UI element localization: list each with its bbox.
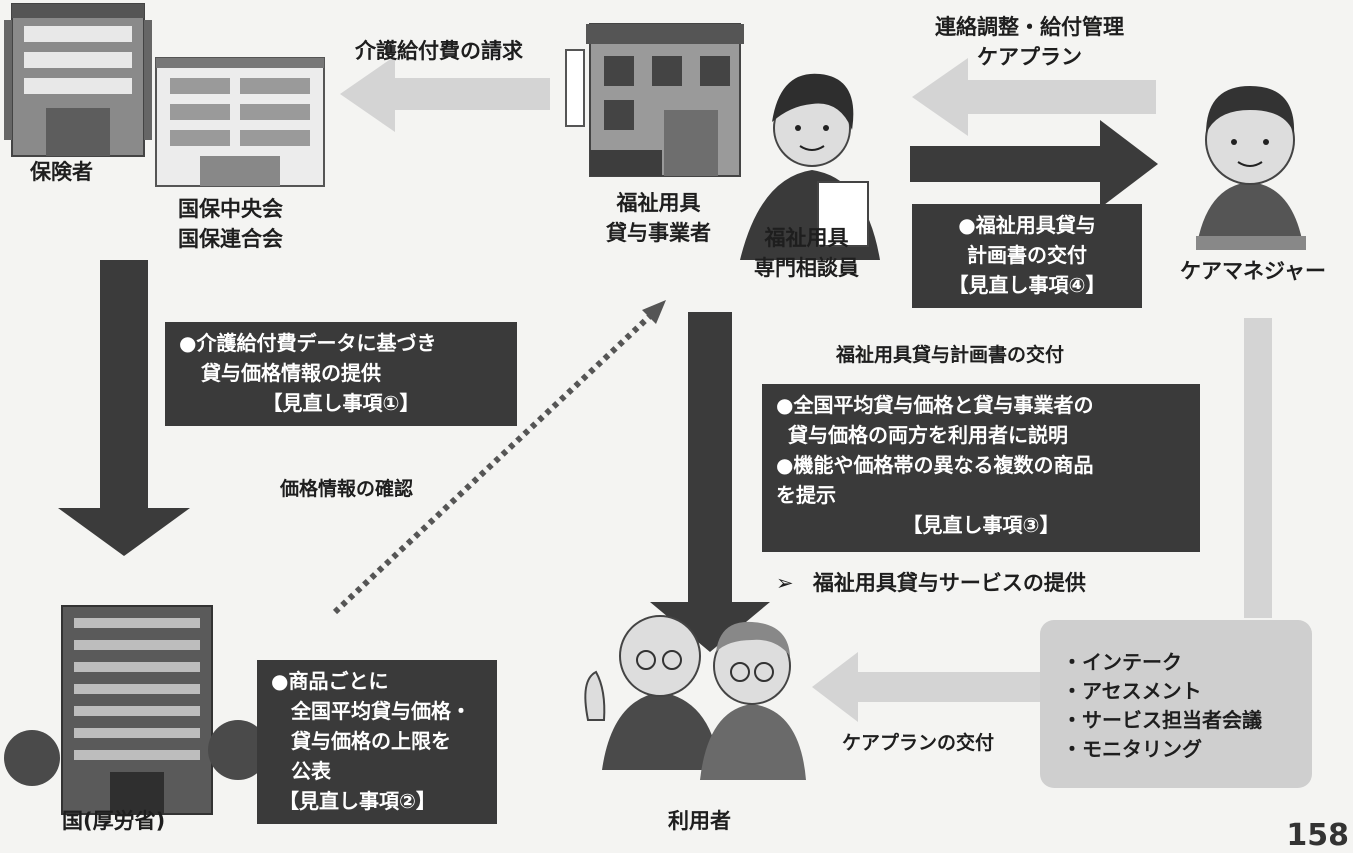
cm-connector	[1244, 318, 1272, 618]
coordination-label: 連絡調整・給付管理 ケアプラン	[935, 12, 1124, 72]
plan-to-cm-line2: 計画書の交付	[967, 243, 1087, 267]
care-manager-person-icon	[1196, 86, 1306, 250]
publish-line4: 公表	[291, 759, 331, 783]
coordination-arrow	[912, 58, 1156, 136]
explain-line5: 【見直し事項③】	[902, 513, 1060, 537]
plan-delivery-label: 福祉用具貸与計画書の交付	[836, 344, 1065, 366]
federation-label-line1: 国保中央会	[178, 197, 283, 221]
plan-delivery-arrow	[910, 120, 1158, 208]
insurer-label: 保険者	[30, 160, 93, 184]
specialist-label-line2: 専門相談員	[754, 256, 859, 280]
coordination-label-line1: 連絡調整・給付管理	[935, 15, 1124, 39]
specialist-label: 福祉用具 専門相談員	[754, 223, 859, 283]
cm-task-assessment: ・アセスメント	[1062, 679, 1202, 703]
service-arrow	[650, 312, 770, 652]
publish-box: ●商品ごとに 全国平均貸与価格・ 貸与価格の上限を 公表 【見直し事項②】	[257, 660, 497, 824]
explain-line1: ●全国平均貸与価格と貸与事業者の	[776, 393, 1094, 417]
publish-line2: 全国平均貸与価格・	[291, 699, 471, 723]
bullet-arrow-icon: ➢	[776, 571, 794, 595]
cm-task-meeting: ・サービス担当者会議	[1062, 708, 1262, 732]
care-manager-label: ケアマネジャー	[1180, 259, 1326, 283]
insurer-building-icon	[4, 3, 152, 157]
publish-line5: 【見直し事項②】	[279, 789, 436, 813]
price-info-box: ●介護給付費データに基づき 貸与価格情報の提供 【見直し事項①】	[165, 322, 517, 426]
price-info-line2: 貸与価格情報の提供	[201, 361, 381, 385]
price-info-line1: ●介護給付費データに基づき	[179, 331, 437, 355]
claim-label: 介護給付費の請求	[355, 39, 523, 63]
government-label: 国(厚労省)	[62, 809, 166, 833]
user-label: 利用者	[668, 809, 731, 833]
service-provision-text: 福祉用具貸与サービスの提供	[812, 571, 1086, 595]
provider-label-line2: 貸与事業者	[606, 221, 711, 245]
cm-tasks-box: ・インテーク ・アセスメント ・サービス担当者会議 ・モニタリング	[1040, 620, 1312, 788]
specialist-person-icon	[740, 73, 880, 260]
price-info-arrow	[58, 260, 190, 556]
federation-building-icon	[155, 57, 325, 187]
government-building-icon	[4, 605, 268, 815]
plan-to-cm-line3: 【見直し事項④】	[948, 273, 1106, 297]
explain-line3: ●機能や価格帯の異なる複数の商品	[776, 453, 1094, 477]
explain-line4: を提示	[776, 483, 836, 507]
publish-line3: 貸与価格の上限を	[291, 729, 451, 753]
page-number: 158	[1286, 818, 1349, 853]
claim-arrow	[340, 56, 550, 132]
cm-task-monitoring: ・モニタリング	[1062, 737, 1202, 761]
cm-task-intake: ・インテーク	[1062, 650, 1182, 674]
coordination-label-line2: ケアプラン	[977, 45, 1082, 69]
provider-building-icon	[565, 23, 744, 177]
publish-line1: ●商品ごとに	[271, 669, 389, 693]
explain-box: ●全国平均貸与価格と貸与事業者の 貸与価格の両方を利用者に説明 ●機能や価格帯の…	[762, 384, 1200, 552]
federation-label: 国保中央会 国保連合会	[178, 194, 283, 254]
plan-to-cm-box: ●福祉用具貸与 計画書の交付 【見直し事項④】	[912, 204, 1142, 308]
care-plan-arrow	[812, 652, 1040, 722]
user-couple-icon	[584, 615, 806, 780]
provider-label-line1: 福祉用具	[616, 191, 701, 215]
explain-line2: 貸与価格の両方を利用者に説明	[788, 423, 1068, 447]
service-provision-label: ➢ 福祉用具貸与サービスの提供	[776, 568, 1086, 598]
specialist-label-line1: 福祉用具	[764, 226, 849, 250]
care-plan-delivery-label: ケアプランの交付	[842, 732, 995, 754]
price-info-line3: 【見直し事項①】	[262, 391, 420, 415]
price-check-label: 価格情報の確認	[280, 478, 414, 500]
price-check-arrow	[332, 300, 666, 615]
federation-label-line2: 国保連合会	[178, 227, 283, 251]
plan-to-cm-line1: ●福祉用具貸与	[958, 213, 1096, 237]
provider-label: 福祉用具 貸与事業者	[606, 188, 711, 248]
